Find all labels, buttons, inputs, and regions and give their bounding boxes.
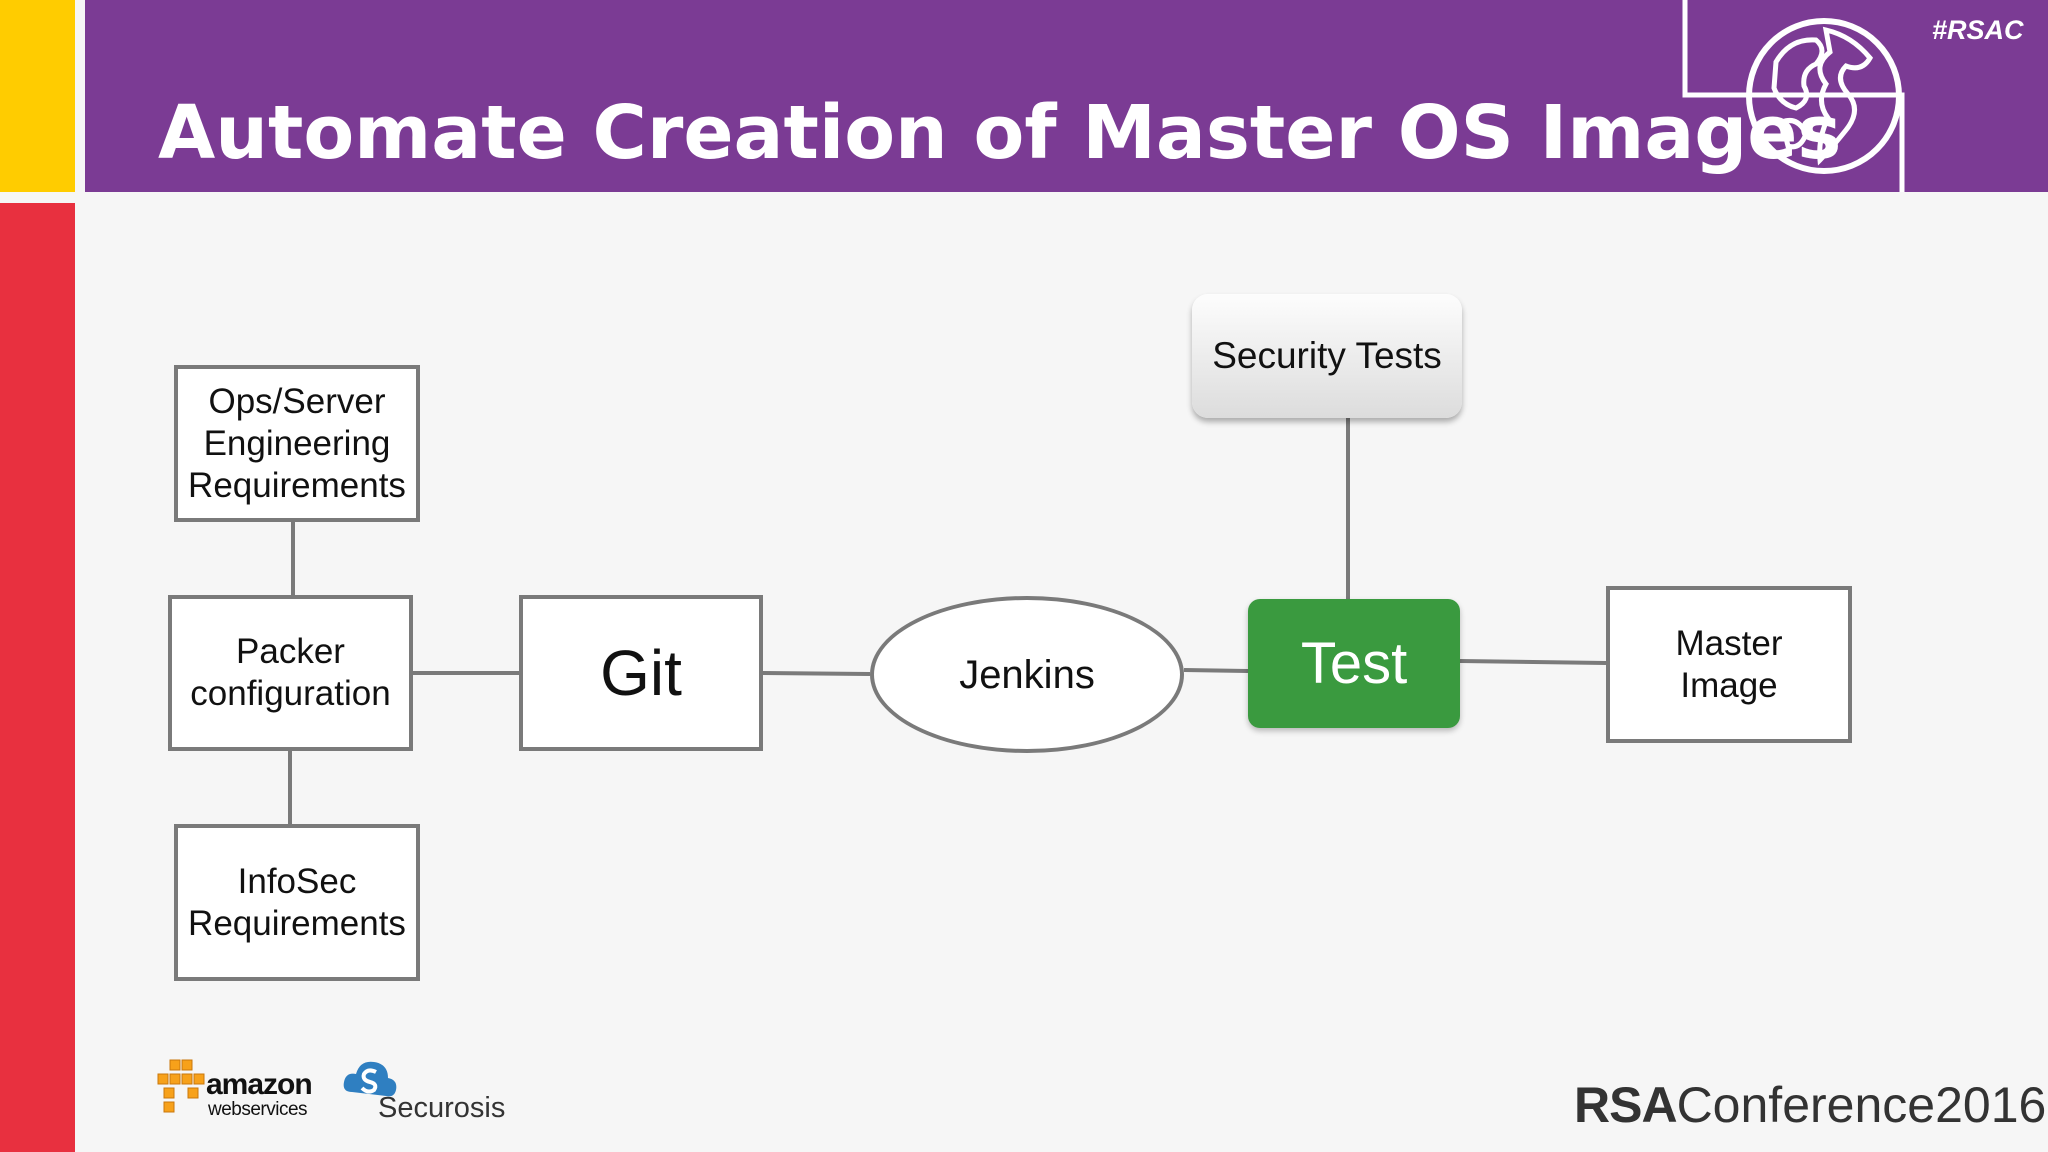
node-jenkins-label: Jenkins (959, 652, 1095, 697)
slide-title: Automate Creation of Master OS Images (158, 90, 1842, 176)
node-git: Git (519, 595, 763, 751)
aws-subtitle: webservices (208, 1099, 308, 1120)
securosis-logo: Securosis (342, 1058, 506, 1128)
edge-test-master (1459, 659, 1607, 665)
node-packer-label: Packer configuration (190, 632, 391, 713)
node-test-label: Test (1300, 630, 1408, 696)
node-master-label: Master Image (1675, 623, 1783, 705)
node-packer-configuration: Packer configuration (168, 595, 413, 751)
node-ops-label: Ops/Server Engineering Requirements (188, 381, 406, 505)
node-test: Test (1248, 599, 1460, 728)
rsa-conference-year: Conference2016 (1676, 1077, 2047, 1133)
edge-git-jenkins (762, 671, 871, 676)
node-ops-requirements: Ops/Server Engineering Requirements (174, 365, 420, 522)
accent-strip-red (0, 203, 75, 1152)
node-master-image: Master Image (1606, 586, 1852, 743)
edge-jenkins-test (1183, 668, 1249, 673)
securosis-wordmark: Securosis (378, 1092, 506, 1124)
node-jenkins: Jenkins (870, 596, 1184, 753)
node-git-label: Git (600, 636, 682, 709)
aws-cubes-icon (157, 1059, 205, 1113)
globe-icon (1682, 0, 1905, 192)
aws-logo: amazon webservices (156, 1058, 328, 1124)
hashtag-label: #RSAC (1932, 15, 2024, 45)
node-security-label: Security Tests (1212, 334, 1442, 376)
rsa-conference-logo: RSAConference2016 (1574, 1080, 2046, 1130)
aws-wordmark: amazon (206, 1068, 313, 1101)
node-security-tests: Security Tests (1192, 294, 1462, 418)
securosis-cloud-icon (343, 1061, 397, 1097)
node-infosec-label: InfoSec Requirements (188, 861, 406, 943)
rsa-wordmark: RSA (1574, 1077, 1678, 1133)
node-infosec-requirements: InfoSec Requirements (174, 824, 420, 981)
accent-strip-yellow (0, 0, 75, 192)
